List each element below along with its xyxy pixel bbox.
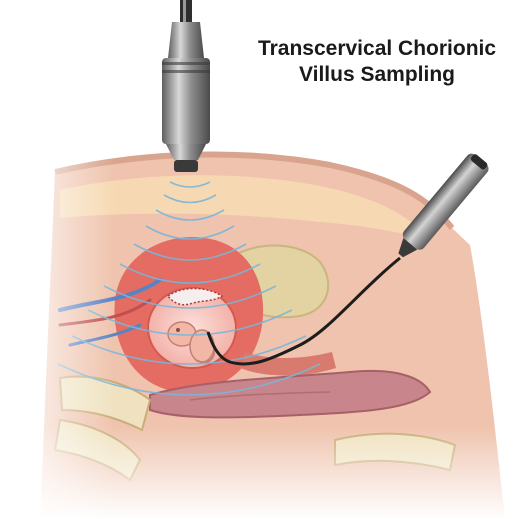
- title-line-2: Villus Sampling: [232, 62, 522, 88]
- title-line-1: Transcervical Chorionic: [232, 36, 522, 62]
- figure-title: Transcervical Chorionic Villus Sampling: [232, 36, 522, 88]
